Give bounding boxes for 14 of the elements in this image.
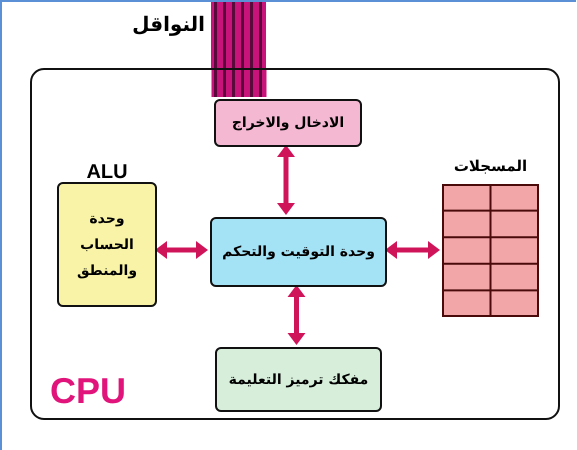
arrow xyxy=(277,145,295,215)
unit-box: الادخال والاخراج xyxy=(214,99,362,147)
alu-box: وحدة الحساب والمنطق xyxy=(57,182,157,307)
cpu-label: CPU xyxy=(50,372,126,410)
unit-box: مفكك ترميز التعليمة xyxy=(215,347,382,412)
unit-box: وحدة التوقيت والتحكم xyxy=(210,217,387,287)
arrow xyxy=(385,241,440,259)
bus-lines xyxy=(212,68,266,97)
arrow xyxy=(288,285,306,345)
alu-heading: ALU xyxy=(85,162,129,182)
arrow xyxy=(155,241,208,259)
bus-label: النواقل xyxy=(132,12,205,36)
registers-label: المسجلات xyxy=(452,157,528,175)
cpu-box xyxy=(30,68,560,420)
